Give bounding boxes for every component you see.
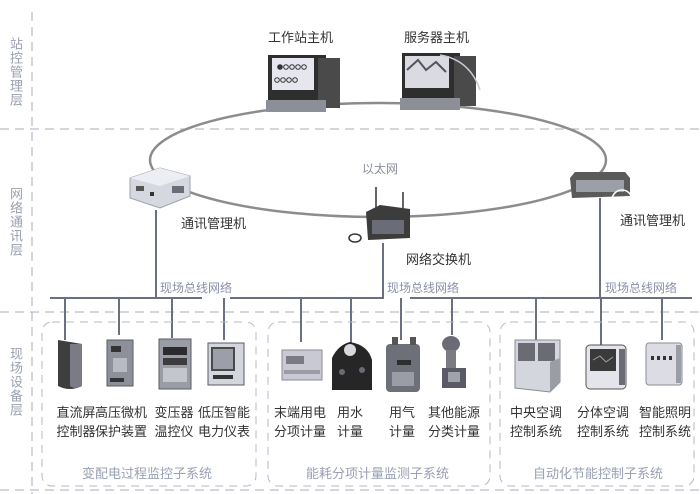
device-label-line2: 保护装置 (94, 425, 147, 440)
server-label: 服务器主机 (404, 31, 470, 46)
device-label: 高压微机保护装置 (94, 404, 148, 442)
server-computer-icon (400, 53, 481, 110)
gas-meter-icon (386, 337, 420, 392)
electric-meter-icon (281, 349, 323, 381)
transformer-temp-controller-icon (158, 338, 192, 390)
comm-manager-left-icon (129, 167, 191, 209)
central-ac-icon (514, 339, 561, 393)
device-label: 变压器温控仪 (150, 404, 198, 442)
subsystem-box-2 (267, 321, 491, 487)
device-label: 智能照明控制系统 (637, 404, 693, 442)
field-bus-label-1: 现场总线网络 (160, 281, 233, 295)
device-label-line2: 控制系统 (509, 425, 562, 440)
layer-label-network: 网络通讯层 (7, 187, 22, 257)
layer-label-station: 站控管理层 (7, 37, 22, 107)
comm-manager-left-label: 通讯管理机 (181, 217, 247, 232)
device-label-line2: 电力仪表 (197, 425, 250, 440)
field-bus-label-3: 现场总线网络 (605, 281, 678, 295)
device-label: 直流屏控制器 (50, 404, 102, 442)
device-label-line2: 控制系统 (638, 425, 691, 440)
device-label: 用水计量 (334, 404, 366, 442)
lighting-controller-icon (645, 342, 683, 386)
device-label: 用气计量 (386, 404, 418, 442)
layer-label-field: 现场设备层 (7, 347, 22, 417)
device-label-line1: 高压微机 (94, 406, 147, 421)
device-label-line1: 用气 (388, 406, 415, 421)
network-switch-label: 网络交换机 (406, 253, 472, 268)
subsystem-title-3: 自动化节能控制子系统 (533, 467, 664, 482)
device-label-line2: 控制器 (56, 425, 96, 440)
split-ac-controller-icon (585, 344, 627, 390)
device-label-line1: 中央空调 (509, 406, 562, 421)
device-label-line1: 分体空调 (576, 406, 629, 421)
device-label: 中央空调控制系统 (508, 404, 564, 442)
device-label-line2: 控制系统 (576, 425, 629, 440)
comm-manager-right-label: 通讯管理机 (620, 214, 686, 229)
comm-manager-right-icon (570, 172, 633, 201)
device-label-line1: 直流屏 (56, 406, 96, 421)
field-bus-label-2: 现场总线网络 (387, 281, 460, 295)
device-label: 分体空调控制系统 (575, 404, 631, 442)
device-label-line2: 计量 (388, 425, 415, 440)
subsystem-title-2: 能耗分项计量监测子系统 (306, 467, 450, 482)
device-label-line1: 智能照明 (638, 406, 691, 421)
device-label-line2: 温控仪 (154, 425, 194, 440)
device-label-line1: 末端用电 (273, 406, 326, 421)
device-label-line2: 计量 (336, 425, 363, 440)
device-label: 其他能源分类计量 (426, 404, 482, 442)
device-label: 低压智能电力仪表 (197, 404, 251, 442)
hv-protection-icon (106, 339, 134, 387)
water-meter-icon (332, 342, 372, 390)
device-label-line1: 其他能源 (427, 406, 480, 421)
device-label-line1: 用水 (336, 406, 363, 421)
workstation-computer-icon (266, 55, 340, 112)
power-meter-icon (207, 342, 245, 386)
subsystem-box-3 (499, 321, 695, 487)
network-switch-icon (348, 187, 410, 243)
dc-panel-icon (58, 340, 82, 389)
ethernet-label: 以太网 (362, 162, 399, 176)
device-label: 末端用电分项计量 (272, 404, 328, 442)
device-label-line1: 变压器 (154, 406, 194, 421)
device-label-line2: 分项计量 (273, 425, 326, 440)
subsystem-title-1: 变配电过程监控子系统 (82, 467, 213, 482)
device-label-line2: 分类计量 (427, 425, 480, 440)
subsystem-box-1 (41, 321, 257, 487)
workstation-label: 工作站主机 (268, 31, 334, 46)
device-label-line1: 低压智能 (197, 406, 250, 421)
flow-meter-icon (442, 336, 466, 388)
